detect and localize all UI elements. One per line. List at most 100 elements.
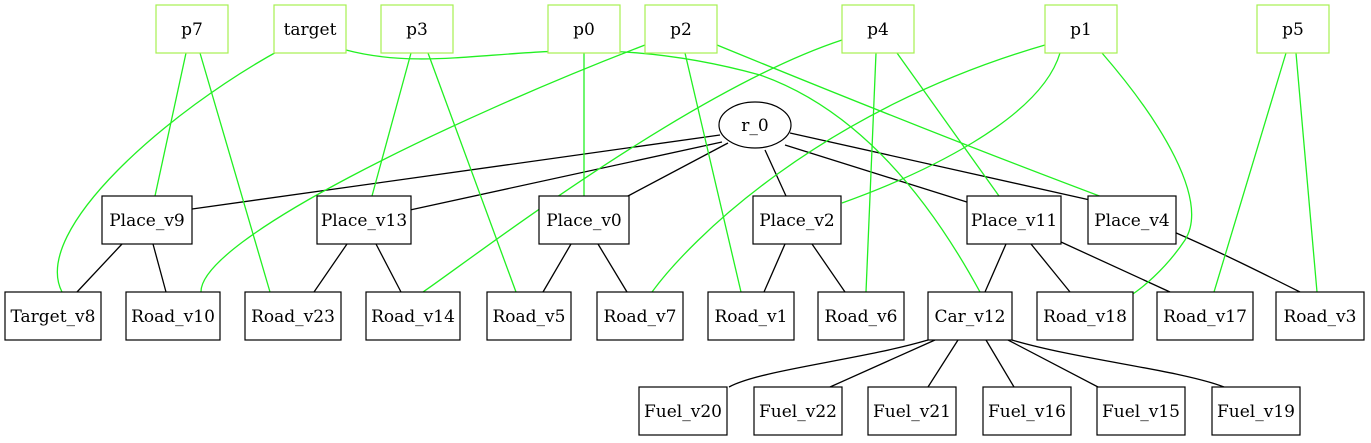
edge-p3-to-place-v13 bbox=[371, 52, 412, 197]
node-label: target bbox=[284, 20, 337, 40]
pointer-node-box bbox=[841, 4, 915, 54]
edge-car-v12-to-fuel-v21 bbox=[927, 339, 959, 388]
node-label: r_0 bbox=[741, 116, 768, 136]
edge-place-v9-to-road-v10 bbox=[152, 243, 167, 293]
pointer-node-box bbox=[644, 4, 718, 54]
object-node-box bbox=[365, 291, 461, 341]
node-label: Fuel_v22 bbox=[759, 402, 837, 422]
node-road-v18: Road_v18 bbox=[1036, 291, 1134, 341]
node-label: Fuel_v21 bbox=[873, 402, 951, 422]
node-target-v8: Target_v8 bbox=[4, 291, 102, 341]
node-label: Road_v3 bbox=[1284, 307, 1357, 327]
edge-p7-to-place-v9 bbox=[154, 52, 187, 197]
edge-place-v4-to-road-v3 bbox=[1173, 231, 1301, 293]
object-node-box bbox=[596, 291, 684, 341]
node-label: Place_v13 bbox=[321, 211, 407, 231]
edge-p7-to-road-v23 bbox=[199, 52, 271, 293]
node-p2: p2 bbox=[644, 4, 718, 54]
edge-r-0-to-place-v0 bbox=[627, 142, 729, 197]
edge-target-to-target-v8 bbox=[56, 49, 281, 293]
node-label: Road_v14 bbox=[371, 307, 455, 327]
edge-p1-to-road-v7 bbox=[651, 44, 1046, 293]
edge-car-v12-to-fuel-v19 bbox=[1011, 339, 1225, 388]
object-node-box bbox=[753, 386, 843, 436]
node-place-v0: Place_v0 bbox=[538, 195, 630, 245]
root-node-ellipse bbox=[718, 101, 792, 149]
node-label: Place_v11 bbox=[971, 211, 1057, 231]
node-place-v9: Place_v9 bbox=[101, 195, 193, 245]
node-place-v4: Place_v4 bbox=[1087, 195, 1177, 245]
edge-r-0-to-place-v4 bbox=[789, 132, 1091, 201]
object-node-box bbox=[125, 291, 221, 341]
node-p1: p1 bbox=[1044, 4, 1118, 54]
object-node-box bbox=[101, 195, 193, 245]
node-label: Place_v9 bbox=[109, 211, 185, 231]
edge-p5-to-road-v17 bbox=[1213, 52, 1287, 293]
edge-car-v12-to-fuel-v16 bbox=[985, 339, 1015, 388]
edge-p2-to-road-v1 bbox=[684, 52, 742, 293]
node-label: Road_v23 bbox=[251, 307, 335, 327]
node-label: p5 bbox=[1282, 20, 1304, 40]
object-node-box bbox=[244, 291, 342, 341]
edge-p2-to-road-v10 bbox=[200, 44, 646, 293]
edge-place-v13-to-road-v14 bbox=[375, 243, 402, 293]
object-node-box bbox=[707, 291, 795, 341]
node-fuel-v16: Fuel_v16 bbox=[982, 386, 1072, 436]
node-label: Road_v17 bbox=[1163, 307, 1247, 327]
node-road-v23: Road_v23 bbox=[244, 291, 342, 341]
node-r-0: r_0 bbox=[718, 101, 792, 149]
node-place-v13: Place_v13 bbox=[316, 195, 412, 245]
node-fuel-v22: Fuel_v22 bbox=[753, 386, 843, 436]
edge-layer bbox=[56, 39, 1318, 388]
object-node-box bbox=[817, 291, 905, 341]
edge-p4-to-road-v14 bbox=[422, 39, 843, 293]
object-node-box bbox=[4, 291, 102, 341]
edge-car-v12-to-fuel-v22 bbox=[829, 339, 936, 388]
edge-p5-to-road-v3 bbox=[1295, 52, 1318, 293]
node-label: Place_v2 bbox=[759, 211, 835, 231]
node-p0: p0 bbox=[547, 4, 621, 54]
node-p5: p5 bbox=[1256, 4, 1330, 54]
edge-p4-to-road-v6 bbox=[865, 52, 877, 293]
object-node-box bbox=[538, 195, 630, 245]
edge-car-v12-to-fuel-v20 bbox=[728, 339, 929, 388]
object-node-box bbox=[1087, 195, 1177, 245]
edge-p1-to-place-v2 bbox=[841, 52, 1061, 204]
node-target: target bbox=[273, 4, 347, 54]
edge-place-v11-to-car-v12 bbox=[984, 243, 1007, 293]
node-road-v6: Road_v6 bbox=[817, 291, 905, 341]
node-label: Road_v7 bbox=[604, 307, 677, 327]
node-fuel-v20: Fuel_v20 bbox=[638, 386, 728, 436]
node-label: Fuel_v15 bbox=[1102, 402, 1180, 422]
node-place-v2: Place_v2 bbox=[752, 195, 842, 245]
node-label: Road_v10 bbox=[131, 307, 215, 327]
node-label: p2 bbox=[670, 20, 692, 40]
node-label: Road_v1 bbox=[715, 307, 788, 327]
node-p4: p4 bbox=[841, 4, 915, 54]
node-label: p1 bbox=[1070, 20, 1092, 40]
node-car-v12: Car_v12 bbox=[927, 291, 1013, 341]
edge-r-0-to-place-v2 bbox=[764, 149, 787, 197]
node-fuel-v15: Fuel_v15 bbox=[1096, 386, 1186, 436]
node-road-v1: Road_v1 bbox=[707, 291, 795, 341]
object-node-box bbox=[1096, 386, 1186, 436]
pointer-node-box bbox=[1256, 4, 1330, 54]
node-label: Car_v12 bbox=[934, 307, 1005, 327]
node-label: Target_v8 bbox=[11, 307, 96, 327]
pointer-node-box bbox=[155, 4, 229, 54]
edge-p3-to-road-v5 bbox=[427, 52, 517, 293]
node-road-v14: Road_v14 bbox=[365, 291, 461, 341]
node-road-v17: Road_v17 bbox=[1156, 291, 1254, 341]
object-node-box bbox=[316, 195, 412, 245]
node-road-v7: Road_v7 bbox=[596, 291, 684, 341]
node-label: p7 bbox=[181, 20, 203, 40]
node-label: Fuel_v19 bbox=[1217, 402, 1295, 422]
edge-place-v2-to-road-v6 bbox=[811, 243, 846, 293]
node-label: p0 bbox=[573, 20, 595, 40]
object-node-box bbox=[966, 195, 1062, 245]
pointer-node-box bbox=[380, 4, 454, 54]
edge-place-v13-to-road-v23 bbox=[313, 243, 348, 293]
node-label: Fuel_v16 bbox=[988, 402, 1066, 422]
object-node-box bbox=[1275, 291, 1365, 341]
